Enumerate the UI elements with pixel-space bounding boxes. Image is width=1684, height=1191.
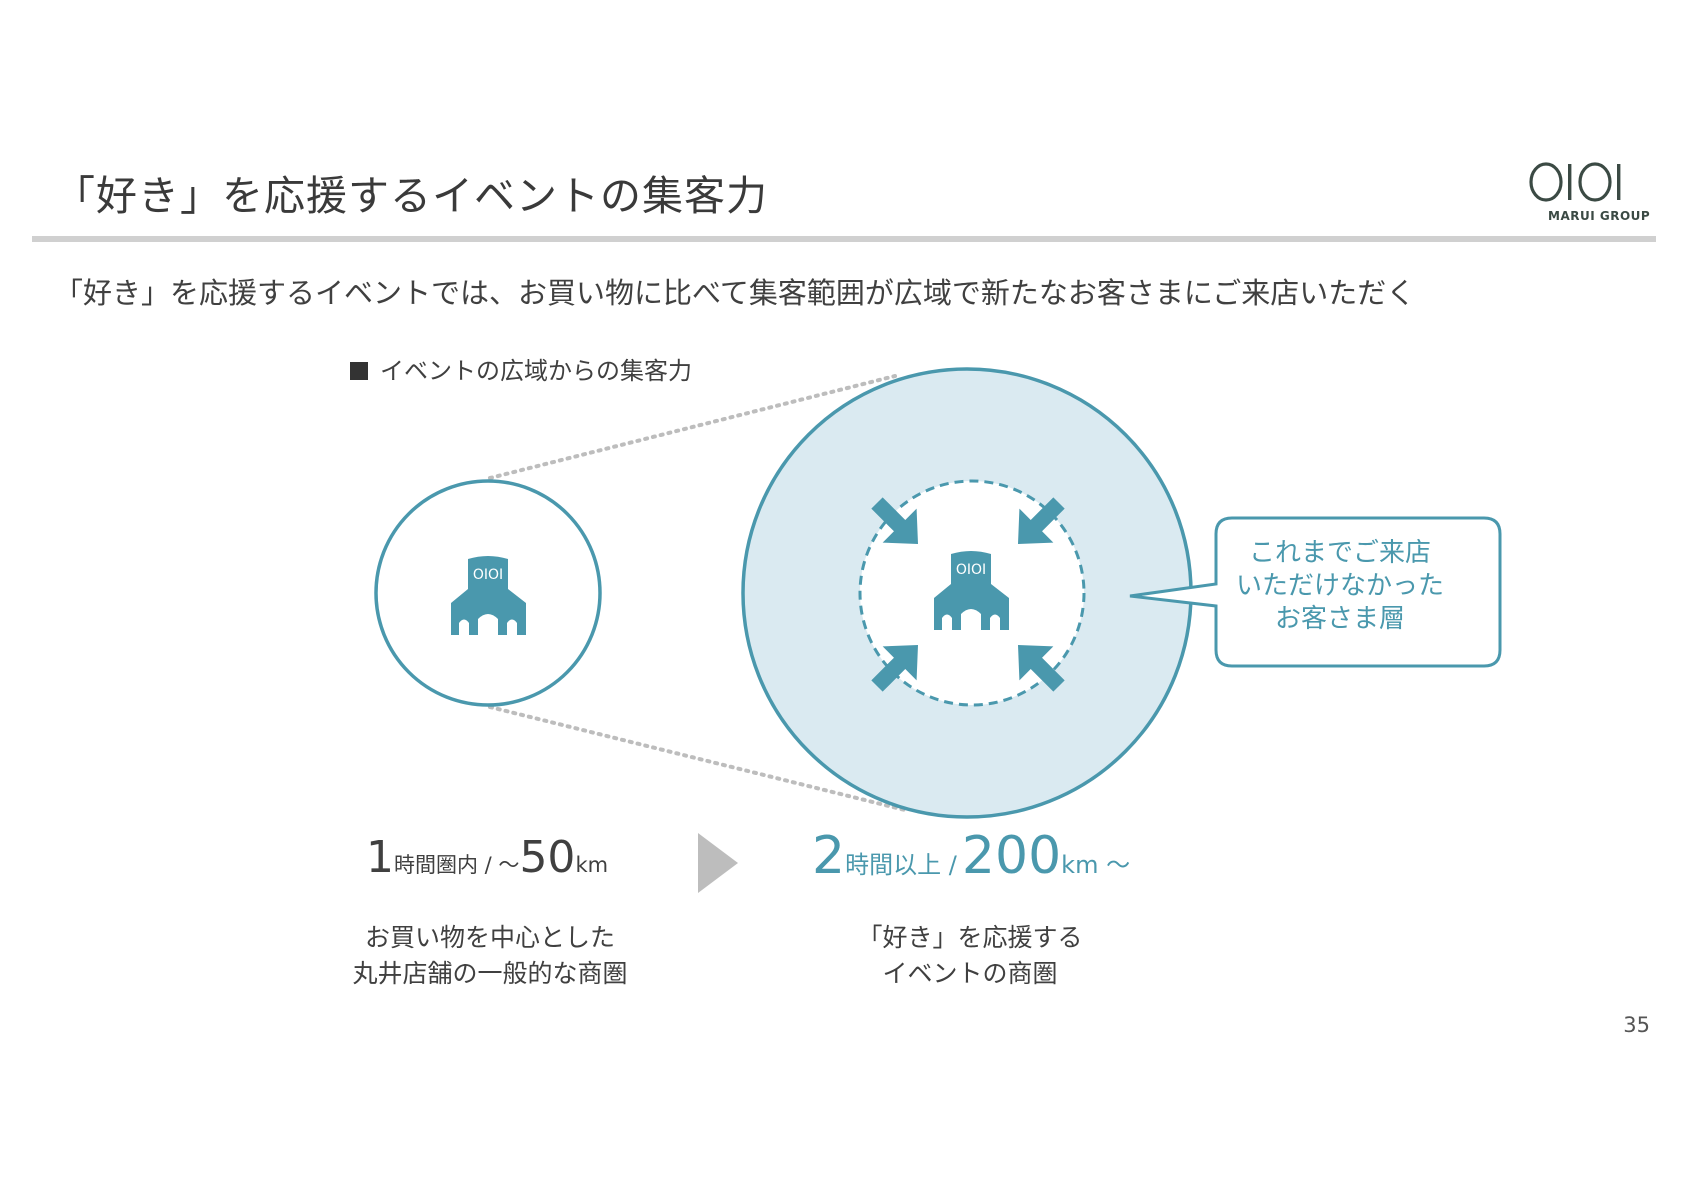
marui-group-logo: MARUI GROUP	[1520, 152, 1660, 232]
callout-bubble	[1129, 516, 1502, 668]
callout-text: これまでご来店 いただけなかった お客さま層	[1190, 537, 1490, 636]
section-label: イベントの広域からの集客力	[350, 351, 692, 386]
left-hours-unit: 時間圏内 / ～	[394, 853, 520, 877]
page-subtitle: 「好き」を応援するイベントでは、お買い物に比べて集客範囲が広域で新たなお客さまに…	[54, 276, 1416, 310]
page-title: 「好き」を応援するイベントの集客力	[54, 172, 768, 220]
left-reach-metric: 1時間圏内 / ～50km	[366, 832, 608, 883]
page-number: 35	[1623, 1013, 1650, 1037]
store-sign-text: OIOI	[956, 562, 986, 578]
left-desc-line: お買い物を中心とした	[364, 923, 615, 952]
right-desc-line: イベントの商圏	[882, 959, 1058, 988]
right-desc-line: 「好き」を応援する	[857, 923, 1083, 952]
oioi-logo-mark	[1529, 162, 1621, 202]
left-distance: 50	[519, 832, 576, 883]
callout-line: お客さま層	[1274, 604, 1405, 634]
section-label-text: イベントの広域からの集客力	[380, 357, 692, 385]
callout-line: これまでご来店	[1248, 538, 1431, 568]
left-km-unit: km	[575, 853, 609, 877]
right-hours: 2	[812, 826, 846, 886]
right-distance: 200	[961, 826, 1062, 886]
title-divider	[32, 236, 1656, 242]
store-icon-right: OIOI	[934, 551, 1009, 630]
connector-line-bottom	[488, 705, 907, 812]
right-reach-metric: 2時間以上 / 200km ～	[812, 826, 1130, 886]
left-description: お買い物を中心とした 丸井店舗の一般的な商圏	[330, 920, 650, 992]
right-description: 「好き」を応援する イベントの商圏	[810, 920, 1130, 992]
logo-subtext: MARUI GROUP	[1548, 209, 1651, 223]
right-km-unit: km ～	[1061, 851, 1131, 879]
square-bullet-icon	[350, 362, 368, 380]
left-desc-line: 丸井店舗の一般的な商圏	[352, 959, 628, 988]
callout-line: いただけなかった	[1235, 571, 1444, 601]
right-hours-unit: 時間以上 /	[845, 851, 957, 879]
store-icon-left: OIOI	[451, 556, 526, 635]
store-sign-text: OIOI	[473, 567, 503, 583]
left-hours: 1	[366, 832, 394, 883]
transition-arrow-icon	[698, 833, 738, 893]
connector-line-top	[488, 374, 897, 480]
